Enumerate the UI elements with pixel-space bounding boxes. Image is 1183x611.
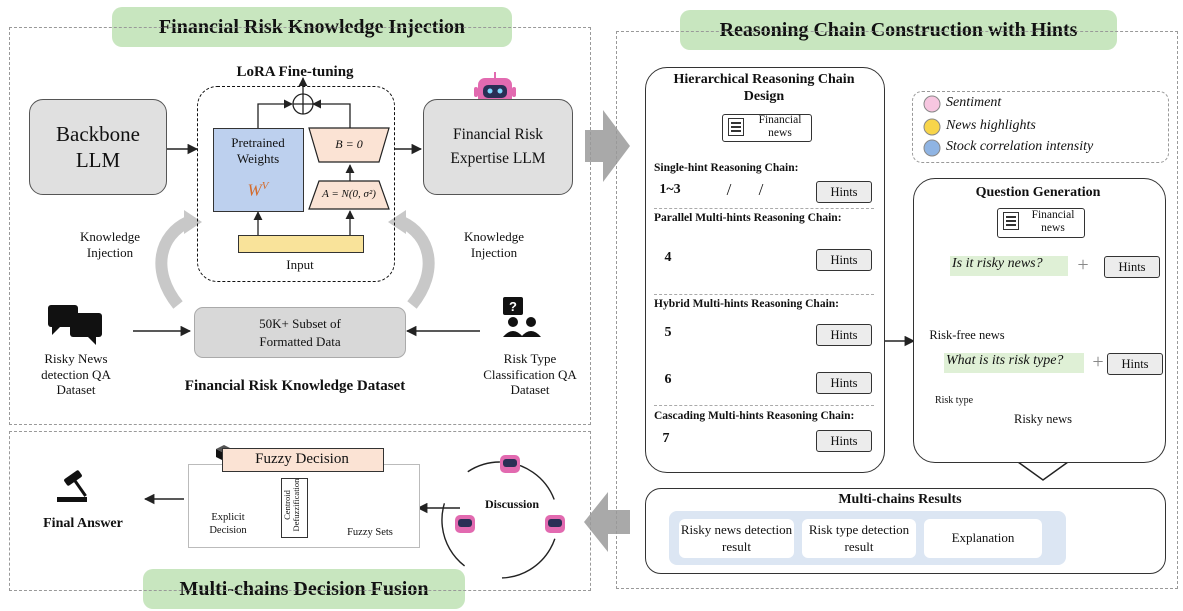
risky-news-label: Risky news (1014, 412, 1072, 426)
weight-symbol-base: W (247, 180, 262, 200)
plus-1: + (1077, 254, 1089, 276)
backbone-llm-box: Backbone LLM (29, 99, 167, 195)
cascading-chain-number: 7 (662, 431, 670, 446)
cascading-chain-title: Cascading Multi-hints Reasoning Chain: (654, 410, 855, 422)
hybrid-chain-title: Hybrid Multi-hints Reasoning Chain: (654, 298, 839, 310)
result-risk-type: Risk type detection result (802, 519, 916, 558)
lora-b-label: B = 0 (335, 137, 363, 151)
question-risky: Is it risky news? (952, 256, 1043, 271)
question-generation-title: Question Generation (975, 185, 1101, 200)
input-bar (238, 235, 364, 253)
centroid-box (281, 478, 308, 538)
reasoning-panel (616, 31, 1178, 589)
legend-sentiment: Sentiment (946, 95, 1002, 110)
financial-news-box-q (997, 208, 1085, 238)
gavel-icon (57, 470, 87, 502)
lora-a-label: A = N(0, σ²) (322, 188, 376, 200)
expertise-llm-box: Financial Risk Expertise LLM (423, 99, 573, 195)
single-chain-number: 1~3 (659, 182, 681, 197)
discussion-label: Discussion (484, 497, 540, 511)
subset-label: 50K+ Subset of Formatted Data (259, 315, 341, 349)
result-risky-news: Risky news detection result (679, 519, 794, 558)
final-answer-label: Final Answer (43, 516, 123, 531)
robot-icon-discussion-left (455, 515, 475, 533)
knowledge-injection-right: Knowledge Injection (464, 229, 524, 260)
hints-box-q2: Hints (1107, 353, 1163, 375)
parallel-chain-title: Parallel Multi-hints Reasoning Chain: (654, 212, 842, 224)
hints-box-q1: Hints (1104, 256, 1160, 278)
svg-text:?: ? (509, 299, 517, 314)
legend-highlights: News highlights (946, 118, 1036, 133)
hints-box-parallel: Hints (816, 249, 872, 271)
knowledge-dataset-label: Financial Risk Knowledge Dataset (184, 378, 406, 394)
reasoning-title: Reasoning Chain Construction with Hints (680, 10, 1117, 50)
risk-free-label: Risk-free news (929, 328, 1005, 342)
hints-box-single: Hints (816, 181, 872, 203)
result-risk-type-label: Risk type detection result (808, 522, 910, 554)
fuzzy-decision-header (222, 448, 384, 472)
lora-title: LoRA Fine-tuning (236, 64, 354, 80)
discussion-circle (441, 461, 559, 579)
injection-arrow-left (155, 216, 191, 309)
lora-box (197, 86, 395, 282)
financial-news-label: Financial news (758, 114, 802, 139)
question-risk-type: What is its risk type? (946, 353, 1064, 368)
robot-icon-discussion-top (500, 455, 520, 473)
single-chain-title: Single-hint Reasoning Chain: (654, 162, 799, 174)
separator-3 (654, 405, 874, 406)
chat-bubbles-icon (48, 305, 102, 345)
results-title: Multi-chains Results (838, 492, 962, 507)
explicit-decision-label: Explicit Decision (209, 512, 247, 536)
separator-1 (654, 208, 874, 209)
question-generation-box (913, 178, 1166, 463)
hybrid-chain-number-6: 6 (664, 372, 672, 387)
result-explanation-label: Explanation (951, 530, 1015, 546)
q2-highlight (944, 353, 1084, 373)
result-risky-news-label: Risky news detection result (680, 522, 793, 554)
knowledge-injection-left: Knowledge Injection (80, 229, 140, 260)
injection-panel (9, 27, 591, 425)
weight-symbol: WV (233, 180, 283, 201)
chain-design-title: Hierarchical Reasoning Chain Design (673, 72, 855, 104)
slash-2: / (758, 180, 764, 199)
news-icon (728, 118, 744, 136)
q1-highlight (950, 256, 1068, 276)
financial-news-box (722, 114, 812, 142)
hints-box-hybrid-5: Hints (816, 324, 872, 346)
risk-type-label: Risk type (934, 395, 974, 406)
subset-box: 50K+ Subset of Formatted Data (194, 307, 406, 358)
fuzzy-decision-label: Fuzzy Decision (255, 451, 349, 467)
news-icon-q (1003, 212, 1019, 230)
risky-qa-label: Risky News detection QA Dataset (41, 351, 111, 398)
result-explanation: Explanation (924, 519, 1042, 558)
legend-correlation: Stock correlation intensity (946, 139, 1094, 154)
fuzzy-sets-label: Fuzzy Sets (347, 527, 393, 538)
robot-icon-discussion-right (545, 515, 565, 533)
lora-a-matrix (308, 180, 390, 210)
backbone-llm-label: Backbone LLM (56, 121, 140, 172)
hints-box-cascading: Hints (816, 430, 872, 452)
question-user-icon: ? (503, 297, 541, 337)
pretrained-weights-label: Pretrained Weights (231, 135, 285, 166)
injection-arrow-right (399, 216, 435, 309)
lora-b-matrix (308, 127, 390, 163)
fusion-title: Multi-chains Decision Fusion (143, 569, 465, 609)
big-arrow-left (584, 492, 630, 552)
input-label: Input (286, 257, 314, 272)
hints-box-hybrid-6: Hints (816, 372, 872, 394)
big-arrow-right (585, 110, 630, 182)
centroid-label: Centroid Defuzzification (282, 478, 302, 532)
risk-type-qa-label: Risk Type Classification QA Dataset (483, 351, 577, 398)
expertise-llm-label: Financial Risk Expertise LLM (450, 125, 546, 167)
fusion-panel (9, 431, 591, 591)
pretrained-weights-box (213, 128, 304, 212)
financial-news-label-q: Financial news (1031, 209, 1075, 234)
legend-box (912, 91, 1169, 163)
weight-symbol-sup: V (261, 180, 269, 192)
plus-2: + (1092, 351, 1104, 373)
separator-2 (654, 294, 874, 295)
parallel-chain-number: 4 (664, 250, 672, 265)
slash-1: / (726, 180, 732, 199)
hybrid-chain-number-5: 5 (664, 325, 672, 340)
